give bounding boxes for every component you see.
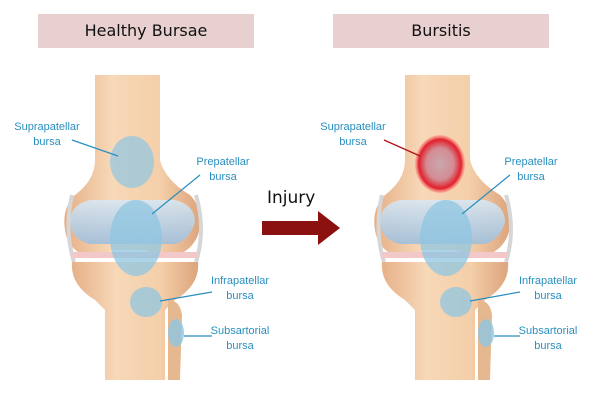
label-line: Prepatellar <box>196 156 250 168</box>
prepatellar-label: Prepatellar bursa <box>496 155 566 185</box>
label-line: bursa <box>33 136 61 148</box>
label-line: bursa <box>226 340 254 352</box>
infrapatellar-label: Infrapatellar bursa <box>200 274 280 304</box>
tibia <box>71 262 199 380</box>
infrapatellar-label: Infrapatellar bursa <box>508 274 588 304</box>
suprapatellar-label: Suprapatellar bursa <box>318 120 388 150</box>
label-line: bursa <box>226 290 254 302</box>
leader-line <box>383 139 421 157</box>
infrapatellar-bursa <box>440 287 472 317</box>
prepatellar-label: Prepatellar bursa <box>188 155 258 185</box>
suprapatellar-bursa <box>110 136 154 188</box>
leader-line <box>469 291 521 302</box>
prepatellar-bursa <box>420 200 472 276</box>
label-line: bursa <box>339 136 367 148</box>
label-line: Subsartorial <box>518 325 578 337</box>
label-line: Suprapatellar <box>320 121 386 133</box>
subsartorial-label: Subsartorial bursa <box>200 324 280 354</box>
bursitis-knee <box>374 75 521 380</box>
injury-arrow <box>262 211 340 245</box>
label-line: bursa <box>534 290 562 302</box>
leader-line <box>71 139 119 157</box>
subsartorial-bursa <box>168 319 184 347</box>
subsartorial-label: Subsartorial bursa <box>508 324 588 354</box>
leader-line <box>461 174 511 215</box>
label-line: Infrapatellar <box>518 275 578 287</box>
tibia <box>381 262 509 380</box>
suprapatellar-label: Suprapatellar bursa <box>12 120 82 150</box>
bursitis-title: Bursitis <box>333 14 549 48</box>
subsartorial-bursa <box>478 319 494 347</box>
injury-label: Injury <box>267 188 316 208</box>
prepatellar-bursa <box>110 200 162 276</box>
label-line: Prepatellar <box>504 156 558 168</box>
label-line: bursa <box>534 340 562 352</box>
healthy-bursae-title: Healthy Bursae <box>38 14 254 48</box>
label-line: bursa <box>209 171 237 183</box>
label-line: bursa <box>517 171 545 183</box>
label-line: Subsartorial <box>210 325 270 337</box>
leader-line <box>151 174 201 215</box>
suprapatellar-bursa-inflamed <box>415 135 465 193</box>
healthy-knee <box>64 75 213 380</box>
label-line: Infrapatellar <box>210 275 270 287</box>
label-line: Suprapatellar <box>14 121 80 133</box>
infrapatellar-bursa <box>130 287 162 317</box>
leader-line <box>159 291 213 302</box>
